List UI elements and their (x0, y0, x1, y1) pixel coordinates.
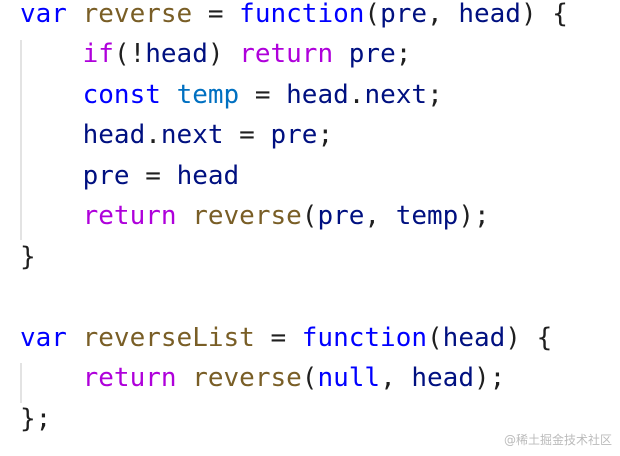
code-token (161, 80, 177, 110)
code-token: ( (301, 363, 318, 393)
code-token (20, 363, 83, 393)
code-line: pre = head (20, 156, 240, 196)
code-token: pre (348, 39, 396, 69)
code-line: return reverse(pre, temp); (20, 196, 490, 236)
code-token: if (82, 39, 114, 69)
code-token: pre (270, 120, 318, 150)
code-line: var reverseList = function(head) { (20, 318, 552, 358)
code-token: next (160, 120, 224, 150)
code-token: . (348, 80, 365, 110)
code-token: , (380, 363, 412, 393)
code-token: return (82, 201, 177, 231)
code-token: const (82, 80, 161, 110)
code-token: = (192, 0, 240, 29)
code-line: } (20, 237, 36, 277)
code-token: ( (427, 323, 443, 353)
indent-guide (20, 363, 22, 403)
code-token: ; (395, 39, 412, 69)
code-token: temp (395, 201, 459, 231)
code-token: pre (82, 161, 130, 191)
code-token: ) { (520, 0, 568, 29)
code-line: }; (20, 399, 51, 439)
watermark: @稀土掘金技术社区 (503, 433, 612, 447)
code-token: ) { (505, 323, 553, 353)
code-token: var (20, 323, 67, 353)
code-token: return (82, 363, 177, 393)
code-token: reverse (192, 201, 302, 231)
code-line: return reverse(null, head); (20, 358, 506, 398)
code-token: , (427, 0, 459, 29)
code-token: }; (20, 404, 52, 434)
code-token: ); (458, 201, 490, 231)
code-token (177, 363, 193, 393)
code-token: ; (427, 80, 443, 110)
code-token: reverseList (82, 323, 255, 353)
code-token: reverse (192, 363, 302, 393)
code-token (67, 323, 83, 353)
code-token (20, 201, 83, 231)
indent-guide (20, 40, 22, 240)
code-token (20, 39, 83, 69)
code-token: pre (317, 201, 365, 231)
code-token: = (254, 323, 302, 353)
code-token: ); (474, 363, 506, 393)
code-token (20, 80, 83, 110)
code-line: var reverse = function(pre, head) { (20, 0, 568, 34)
code-line: head.next = pre; (20, 115, 334, 155)
code-token: . (145, 120, 161, 150)
code-token: reverse (82, 0, 193, 29)
code-line: if(!head) return pre; (20, 34, 412, 74)
code-token: function (301, 323, 428, 353)
code-token: head (458, 0, 521, 29)
code-token: head (442, 323, 506, 353)
code-token: head (176, 161, 240, 191)
code-token (177, 201, 193, 231)
code-token: = (239, 80, 287, 110)
code-token: return (239, 39, 334, 69)
code-token: } (20, 242, 36, 272)
code-line: const temp = head.next; (20, 75, 443, 115)
code-token (20, 120, 83, 150)
code-token: pre (380, 0, 428, 29)
code-token: = (223, 120, 271, 150)
code-token: = (129, 161, 177, 191)
code-token: next (364, 80, 428, 110)
code-token: function (239, 0, 365, 29)
code-token: head (411, 363, 474, 393)
code-token (333, 39, 349, 69)
code-token: ) (207, 39, 240, 69)
code-token: (! (113, 39, 146, 69)
code-token: head (82, 120, 146, 150)
code-token (67, 0, 83, 29)
code-token: var (20, 0, 67, 29)
code-token: head (286, 80, 349, 110)
code-token: ( (364, 0, 381, 29)
code-token: , (364, 201, 396, 231)
code-token: ; (317, 120, 334, 150)
code-token (20, 161, 83, 191)
code-token: null (317, 363, 381, 393)
code-token: head (145, 39, 208, 69)
code-token: temp (176, 80, 240, 110)
code-token: ( (301, 201, 318, 231)
